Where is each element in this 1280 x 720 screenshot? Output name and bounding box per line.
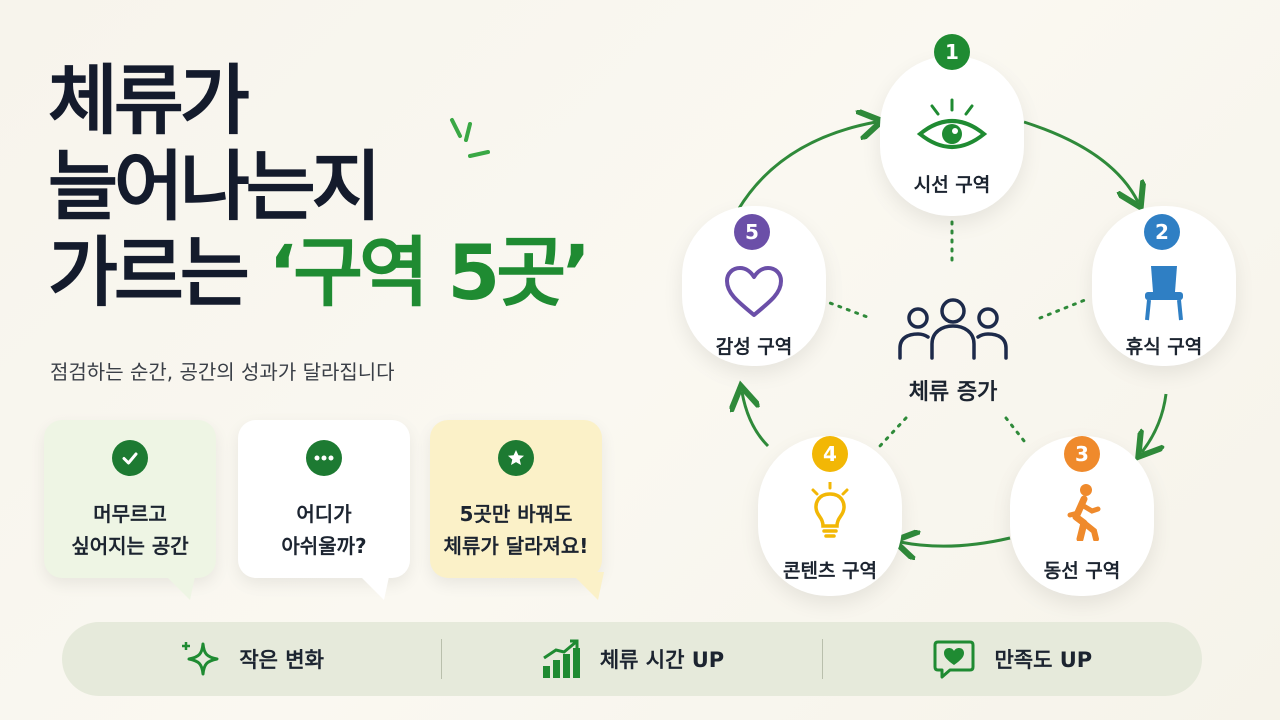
walking-person-icon bbox=[1060, 480, 1104, 544]
zone-label: 콘텐츠 구역 bbox=[782, 560, 877, 582]
summary-satisfaction: 만족도 UP bbox=[823, 638, 1202, 680]
divider bbox=[821, 639, 823, 679]
check-icon bbox=[112, 440, 148, 476]
zone-3: 3 동선 구역 bbox=[1010, 436, 1154, 596]
heart-message-icon bbox=[933, 640, 975, 679]
main-title: 체류가 늘어나는지 가르는 ‘구역 5곳’ bbox=[48, 56, 591, 317]
bubble-text: 어디가 아쉬울까? bbox=[281, 502, 367, 558]
arrow-2-to-3 bbox=[1142, 393, 1168, 452]
zone-4: 4 콘텐츠 구역 bbox=[758, 436, 902, 596]
zone-number: 1 bbox=[934, 34, 970, 70]
people-group-icon bbox=[898, 298, 1008, 360]
spoke-5 bbox=[820, 298, 872, 320]
title-line-2: 늘어나는지 bbox=[48, 142, 382, 231]
arrow-1-to-2 bbox=[1023, 120, 1138, 202]
bubble-tail bbox=[356, 572, 390, 600]
zone-2: 2 휴식 구역 bbox=[1092, 206, 1236, 366]
eye-icon bbox=[916, 94, 988, 158]
bubble-tail bbox=[162, 572, 196, 600]
lightbulb-icon bbox=[805, 480, 855, 544]
bubble-text: 머무르고 싶어지는 공간 bbox=[71, 502, 189, 558]
center-hub: 체류 증가 bbox=[882, 296, 1024, 406]
bubble-text: 5곳만 바꿔도 체류가 달라져요! bbox=[443, 502, 589, 558]
spoke-4 bbox=[878, 416, 908, 448]
bubble-tail bbox=[570, 572, 604, 600]
title-line-3: 가르는 ‘구역 5곳’ bbox=[48, 228, 591, 317]
chair-icon bbox=[1137, 260, 1191, 324]
summary-small-change: 작은 변화 bbox=[62, 638, 441, 680]
zone-number: 2 bbox=[1144, 214, 1180, 250]
bubble-question: 어디가 아쉬울까? bbox=[238, 420, 410, 600]
star-icon bbox=[498, 440, 534, 476]
spoke-2 bbox=[1038, 296, 1092, 320]
bubble-stay: 머무르고 싶어지는 공간 bbox=[44, 420, 216, 600]
zone-label: 감성 구역 bbox=[715, 336, 793, 358]
bubble-five-places: 5곳만 바꿔도 체류가 달라져요! bbox=[430, 420, 604, 600]
zone-label: 동선 구역 bbox=[1043, 560, 1121, 582]
zone-label: 휴식 구역 bbox=[1125, 336, 1203, 358]
heart-icon bbox=[723, 260, 785, 324]
summary-text: 체류 시간 UP bbox=[599, 648, 725, 672]
arrow-3-to-4 bbox=[900, 538, 1011, 546]
zone-number: 3 bbox=[1064, 436, 1100, 472]
summary-text: 작은 변화 bbox=[239, 648, 324, 672]
arrow-5-to-1 bbox=[736, 122, 876, 211]
zone-label: 시선 구역 bbox=[913, 174, 991, 196]
spoke-3 bbox=[1004, 416, 1030, 448]
title-accent: ‘구역 5곳’ bbox=[268, 228, 591, 317]
ellipsis-icon bbox=[306, 440, 342, 476]
spark-lines-icon bbox=[450, 118, 490, 158]
sparkle-icon bbox=[182, 642, 219, 676]
subtitle: 점검하는 순간, 공간의 성과가 달라집니다 bbox=[50, 360, 395, 384]
center-label: 체류 증가 bbox=[908, 380, 998, 405]
summary-stay-time: 체류 시간 UP bbox=[442, 638, 821, 680]
bottom-summary-bar: 작은 변화 체류 시간 UP 만족도 UP bbox=[62, 622, 1202, 696]
zone-number: 5 bbox=[734, 214, 770, 250]
title-line-1: 체류가 bbox=[48, 56, 250, 145]
arrow-4-to-5 bbox=[742, 392, 770, 448]
zone-number: 4 bbox=[812, 436, 848, 472]
zone-5: 5 감성 구역 bbox=[682, 206, 826, 366]
title-line-3-plain: 가르는 bbox=[48, 228, 269, 317]
growth-chart-icon bbox=[542, 639, 580, 678]
summary-text: 만족도 UP bbox=[994, 648, 1093, 672]
divider bbox=[441, 639, 443, 679]
zone-1: 1 시선 구역 bbox=[880, 34, 1024, 216]
